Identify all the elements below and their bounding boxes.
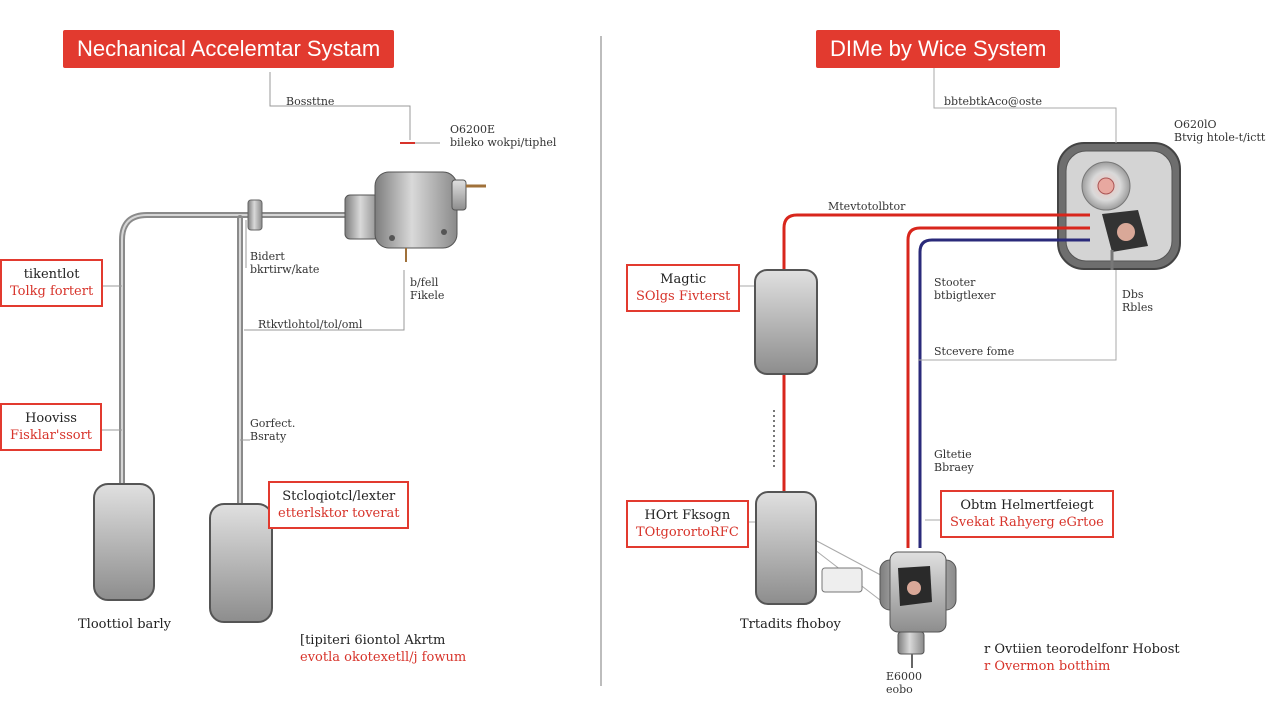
accelerator-pedal-left	[209, 503, 273, 623]
left-label-mid-a-line1: Bidert	[250, 250, 285, 263]
cable-clamp	[247, 199, 263, 231]
left-pedal-caption: Tloottiol barly	[78, 617, 171, 632]
right-label-sensor-line1: Stooter	[934, 276, 976, 289]
left-box-1-line2: Tolkg fortert	[10, 284, 94, 299]
right-label-mid: Stcevere fome	[934, 345, 1015, 358]
left-label-top-wire: Bossttne	[286, 95, 335, 108]
right-label-lower-line2: Bbraey	[934, 461, 974, 474]
right-box-3-line1: Obtm Helmertfeiegt	[960, 498, 1094, 513]
throttle-actuator	[879, 551, 957, 668]
accelerator-cable-inner	[121, 214, 345, 500]
left-label-pedal-mid: Gorfect. Bsraty	[250, 417, 295, 443]
left-box-1: tikentlot Tolkg fortert	[0, 259, 104, 307]
right-bottom-caption-line1: r Ovtiien teorodelfonr Hobost	[984, 642, 1180, 657]
accelerator-pedal-right	[755, 491, 817, 605]
right-bottom-caption: r Ovtiien teorodelfonr Hobost r Overmon …	[984, 641, 1180, 675]
right-label-actuator-line1: E6000	[886, 670, 923, 683]
left-bottom-caption: [tipiteri 6iontol Akrtm evotla okotexetl…	[300, 632, 466, 666]
right-label-side-line2: Rbles	[1122, 301, 1153, 314]
right-label-component: O620lO Btvig htole-t/ictt	[1174, 118, 1265, 144]
right-label-lower-line1: Gltetie	[934, 448, 972, 461]
right-label-side: Dbs Rbles	[1122, 288, 1153, 314]
left-label-cable: Rtkvtlohtol/tol/oml	[258, 318, 363, 331]
left-bottom-caption-line2: evotla okotexetll/j fowum	[300, 650, 467, 665]
left-box-1-line1: tikentlot	[23, 267, 80, 282]
right-bottom-caption-line2: r Overmon botthim	[984, 659, 1111, 674]
left-label-component-line2: bileko wokpi/tiphel	[450, 136, 557, 149]
left-box-3: Stcloqiotcl/lexter etterlsktor toverat	[268, 481, 410, 529]
right-box-1: Magtic SOlgs Fivterst	[626, 264, 741, 312]
left-label-mid-b-line1: b/fell	[410, 276, 439, 289]
left-label-mid-a-line2: bkrtirw/kate	[250, 263, 320, 276]
left-title: Nechanical Accelemtar Systam	[63, 30, 395, 68]
throttle-body-left	[344, 171, 486, 262]
left-box-2-line1: Hooviss	[25, 411, 77, 426]
right-title: DIMe by Wice System	[816, 30, 1061, 68]
right-label-component-line2: Btvig htole-t/ictt	[1174, 131, 1266, 144]
left-bottom-caption-line1: [tipiteri 6iontol Akrtm	[300, 633, 446, 648]
right-box-1-line2: SOlgs Fivterst	[636, 289, 731, 304]
brake-pedal-right	[754, 269, 818, 375]
left-box-2-line2: Fisklar'ssort	[10, 428, 93, 443]
right-label-actuator: E6000 eobo	[886, 670, 922, 696]
left-label-component-line1: O6200E	[450, 123, 496, 136]
pedal-position-module	[821, 567, 863, 593]
left-label-pedal-mid-line2: Bsraty	[250, 430, 287, 443]
sensor-harness	[906, 226, 1090, 548]
right-label-actuator-line2: eobo	[886, 683, 913, 696]
right-box-2: HOrt Fksogn TOtgorortoRFC	[626, 500, 749, 548]
red-signal-wire	[782, 213, 1090, 496]
right-label-top-wire: bbtebtkAco@oste	[944, 95, 1043, 108]
left-label-pedal-mid-line1: Gorfect.	[250, 417, 296, 430]
left-label-mid-a: Bidert bkrtirw/kate	[250, 250, 319, 276]
left-label-mid-b-line2: Fikele	[410, 289, 445, 302]
right-box-2-line1: HOrt Fksogn	[644, 508, 731, 523]
right-label-red-wire: Mtevtotolbtor	[828, 200, 906, 213]
right-box-2-line2: TOtgorortoRFC	[636, 525, 739, 540]
right-pedal-caption: Trtadits fhoboy	[740, 617, 841, 632]
right-label-lower: Gltetie Bbraey	[934, 448, 974, 474]
right-box-1-line1: Magtic	[660, 272, 707, 287]
left-box-2: Hooviss Fisklar'ssort	[0, 403, 103, 451]
left-label-mid-b: b/fell Fikele	[410, 276, 444, 302]
right-box-3-line2: Svekat Rahyerg eGrtoe	[950, 515, 1104, 530]
right-box-3: Obtm Helmertfeiegt Svekat Rahyerg eGrtoe	[940, 490, 1114, 538]
right-label-component-line1: O620lO	[1174, 118, 1217, 131]
right-label-side-line1: Dbs	[1122, 288, 1144, 301]
right-label-sensor-line2: btbigtlexer	[934, 289, 996, 302]
right-label-sensor: Stooter btbigtlexer	[934, 276, 995, 302]
electronic-throttle-body	[1057, 142, 1181, 270]
left-label-component: O6200E bileko wokpi/tiphel	[450, 123, 556, 149]
brake-pedal-left	[93, 483, 155, 601]
left-box-3-line2: etterlsktor toverat	[278, 506, 400, 521]
left-box-3-line1: Stcloqiotcl/lexter	[282, 489, 396, 504]
